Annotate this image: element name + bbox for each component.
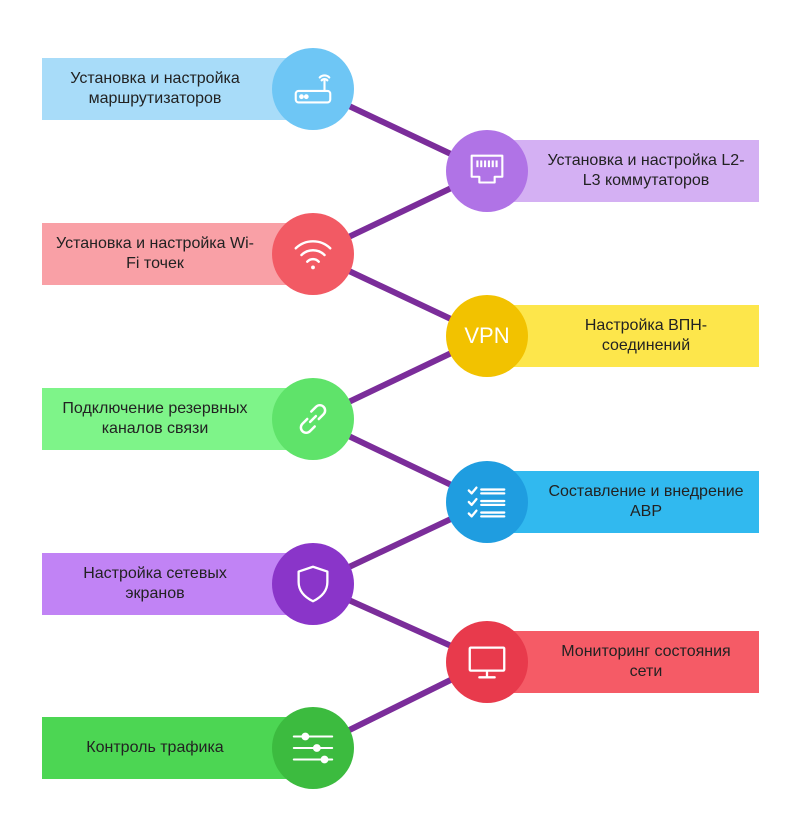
- node-box: Контроль трафика: [42, 717, 314, 779]
- shield-icon: [272, 543, 354, 625]
- node-label: Контроль трафика: [86, 739, 224, 756]
- vpn-icon-text: VPN: [464, 323, 510, 348]
- node-label: Настройка сетевых экранов: [83, 565, 227, 602]
- node-label: Установка и настройка L2-L3 коммутаторов: [547, 152, 745, 189]
- router-icon: [272, 48, 354, 130]
- node-label: Установка и настройка маршрутизаторов: [70, 70, 240, 107]
- node-label: Настройка ВПН-соединений: [584, 317, 708, 354]
- wifi-icon: [272, 213, 354, 295]
- node-box: Составление и внедрение АВР: [487, 471, 759, 533]
- node-box: Мониторинг состояния сети: [487, 631, 759, 693]
- sliders-icon: [272, 707, 354, 789]
- node-box: Установка и настройка L2-L3 коммутаторов: [487, 140, 759, 202]
- node-box: Настройка ВПН-соединений: [487, 305, 759, 367]
- checklist-icon: [446, 461, 528, 543]
- node-box: Настройка сетевых экранов: [42, 553, 314, 615]
- vpn-icon: VPN: [446, 295, 528, 377]
- monitor-icon: [446, 621, 528, 703]
- ethernet-port-icon: [446, 130, 528, 212]
- node-box: Установка и настройка Wi-Fi точек: [42, 223, 314, 285]
- link-icon: [272, 378, 354, 460]
- node-label: Подключение резервных каналов связи: [62, 400, 248, 437]
- node-label: Мониторинг состояния сети: [561, 643, 731, 680]
- node-box: Установка и настройка маршрутизаторов: [42, 58, 314, 120]
- node-label: Составление и внедрение АВР: [548, 483, 744, 520]
- node-box: Подключение резервных каналов связи: [42, 388, 314, 450]
- node-label: Установка и настройка Wi-Fi точек: [56, 235, 254, 272]
